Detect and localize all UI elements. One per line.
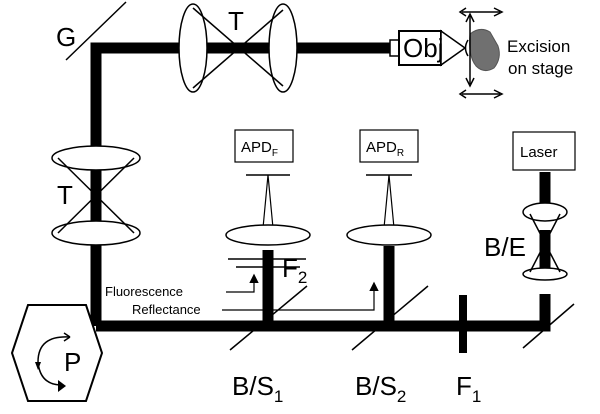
bs1-label-main: B/S — [232, 371, 274, 401]
galvo-label: G — [56, 22, 76, 52]
reflectance-label: Reflectance — [132, 302, 201, 317]
top-telescope — [178, 3, 298, 93]
laser-label: Laser — [520, 144, 558, 161]
bs2-label-sub: 2 — [397, 387, 406, 406]
excision-sample — [469, 28, 500, 72]
apd-f-detector — [225, 129, 311, 246]
galvo-mirror — [65, 1, 127, 61]
polygon-scanner — [10, 304, 104, 402]
objective-label: Obj — [403, 33, 443, 63]
apd-r-label: APDR — [366, 139, 404, 159]
apd-r-label-main: APD — [366, 139, 397, 156]
excision-label-line2: on stage — [508, 59, 573, 78]
excision-label-line1: Excision — [507, 37, 570, 56]
polygon-label: P — [64, 347, 81, 377]
filter-f1 — [459, 295, 467, 353]
objective — [389, 29, 469, 67]
fluorescence-label: Fluorescence — [105, 284, 183, 299]
filter-f1-label-main: F — [456, 371, 472, 401]
signal-arrows — [222, 273, 379, 311]
apd-f-label-main: APD — [241, 139, 272, 156]
bs1-label: B/S1 — [232, 371, 283, 406]
apd-f-label-sub: F — [272, 148, 278, 159]
left-telescope — [51, 145, 141, 246]
filter-f2-label-main: F — [282, 253, 298, 283]
apd-r-detector — [346, 129, 432, 246]
left-telescope-label: T — [57, 180, 73, 210]
apd-r-label-sub: R — [397, 148, 404, 159]
stage-arrows — [458, 7, 504, 99]
filter-f1-label-sub: 1 — [472, 387, 481, 406]
filter-f2-label-sub: 2 — [298, 268, 307, 287]
beam-splitter-2 — [351, 285, 429, 351]
laser-box — [512, 131, 576, 171]
bs2-label: B/S2 — [355, 371, 406, 406]
apd-f-label: APDF — [241, 139, 278, 159]
bs1-label-sub: 1 — [274, 387, 283, 406]
beam-expander — [522, 202, 568, 281]
laser-turning-mirror — [522, 303, 575, 349]
filter-f2-label: F2 — [282, 253, 307, 287]
bs2-label-main: B/S — [355, 371, 397, 401]
filter-f1-label: F1 — [456, 371, 481, 406]
top-telescope-label: T — [228, 6, 244, 36]
beam-splitter-1 — [229, 285, 308, 351]
filter-f2 — [228, 258, 306, 268]
beam-expander-label: B/E — [484, 232, 526, 262]
